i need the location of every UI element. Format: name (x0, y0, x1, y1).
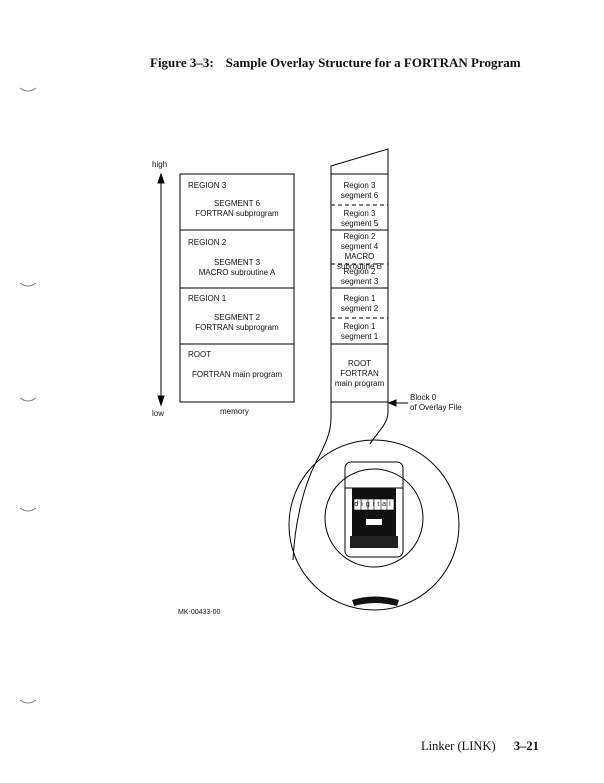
margin-marks (19, 87, 37, 704)
region-3-content: SEGMENT 6 FORTRAN subprogram (180, 199, 294, 219)
footer-page-number: 3–21 (513, 739, 539, 753)
root-module: FORTRAN main program (191, 370, 283, 379)
region-1-module: FORTRAN subprogram (195, 323, 279, 332)
root-label: ROOT (188, 350, 212, 359)
file-segment-number: segment 6 (340, 191, 379, 200)
file-segment-region: Region 3 (343, 181, 376, 190)
file-segment-module-name: main program (334, 379, 385, 388)
region-2-content: SEGMENT 3 MACRO subroutine A (180, 258, 294, 278)
figure-caption: Sample Overlay Structure for a FORTRAN P… (225, 55, 521, 70)
tape-leader (292, 402, 389, 561)
file-segment-region: Region 2 (343, 267, 376, 276)
file-segment-region: Region 1 (343, 322, 376, 331)
block-zero-line-1: Block 0 (410, 393, 437, 402)
figure-number: Figure 3–3: (150, 55, 214, 70)
memory-axis-arrow (157, 172, 165, 407)
file-segment-region: Region 1 (343, 294, 376, 303)
file-segment-number: segment 3 (340, 277, 379, 286)
region-3-module: FORTRAN subprogram (195, 209, 279, 218)
block-zero-label: Block 0 of Overlay File (410, 393, 462, 413)
overlay-file-strip (330, 148, 389, 403)
file-segment-r1s2: Region 1 segment 2 (331, 294, 388, 314)
digital-logo (353, 498, 395, 511)
footer-section: Linker (LINK) (421, 739, 496, 753)
file-segment-r2s3: Region 2 segment 3 (331, 267, 388, 287)
reel-hub (350, 488, 398, 548)
file-segment-module: MACRO (344, 252, 375, 261)
file-segment-r3s6: Region 3 segment 6 (331, 181, 388, 201)
file-segment-number: segment 2 (340, 304, 379, 313)
memory-box (179, 173, 295, 403)
region-1-content: SEGMENT 2 FORTRAN subprogram (180, 313, 294, 333)
region-3-label: REGION 3 (188, 181, 227, 190)
region-1-label: REGION 1 (188, 294, 227, 303)
low-label: low (152, 409, 165, 418)
file-segment-module: FORTRAN (340, 369, 379, 378)
file-segment-region: Region 2 (343, 232, 376, 241)
figure-code: MK-00433-00 (178, 609, 221, 616)
region-2-label: REGION 2 (188, 238, 227, 247)
file-segment-r1s1: Region 1 segment 1 (331, 322, 388, 342)
file-segment-number: segment 4 (340, 242, 379, 251)
high-label: high (152, 160, 168, 169)
region-2-module: MACRO subroutine A (198, 268, 276, 277)
file-segment-r3s5: Region 3 segment 5 (331, 209, 388, 229)
figure-title: Figure 3–3: Sample Overlay Structure for … (150, 55, 521, 71)
page-footer: Linker (LINK) 3–21 (421, 739, 539, 754)
block-zero-line-2: of Overlay File (410, 403, 462, 412)
file-segment-region: Region 3 (343, 209, 376, 218)
memory-caption: memory (220, 407, 249, 416)
file-segment-number: segment 1 (340, 332, 379, 341)
region-2-segment: SEGMENT 3 (213, 258, 261, 267)
region-3-segment: SEGMENT 6 (213, 199, 261, 208)
digital-brand-text: digital (354, 501, 394, 508)
root-content: FORTRAN main program (180, 370, 294, 380)
file-segment-number: segment 5 (340, 219, 379, 228)
file-segment-module-name: subroutine B (337, 262, 382, 271)
file-segment-root: ROOT FORTRAN main program (331, 359, 388, 389)
file-segment-r2s4: Region 2 segment 4 MACRO subroutine B (331, 232, 388, 272)
reel-label-arc (352, 596, 399, 606)
file-segment-region: ROOT (347, 359, 372, 368)
region-1-segment: SEGMENT 2 (213, 313, 261, 322)
block-zero-arrow (387, 399, 408, 407)
